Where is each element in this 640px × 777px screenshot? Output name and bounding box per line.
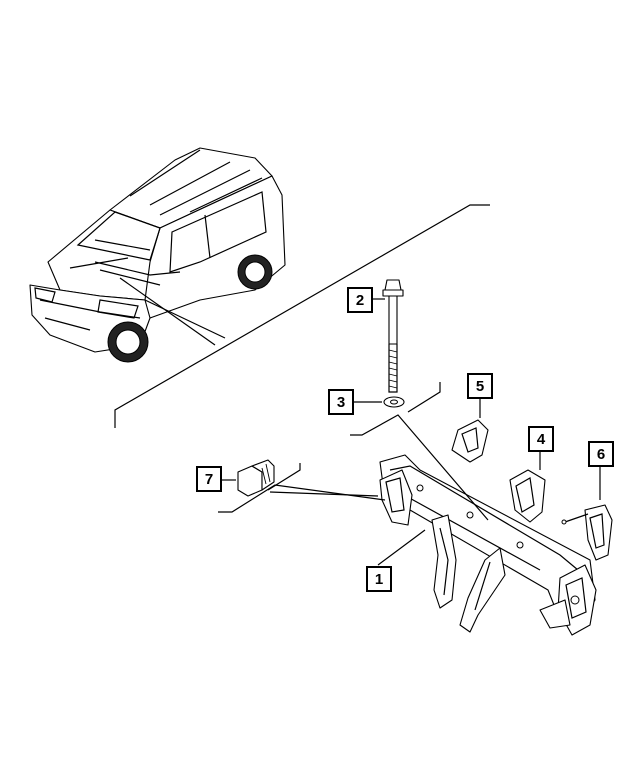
callout-5: 5 — [467, 373, 493, 399]
callout-4: 4 — [528, 426, 554, 452]
bracket-4 — [509, 469, 546, 523]
callout-3: 3 — [328, 389, 354, 415]
cross-car-beam — [379, 454, 597, 636]
bracket-5 — [451, 419, 489, 463]
van-illustration — [29, 147, 286, 363]
leader-lines — [218, 298, 601, 566]
bolt-short — [237, 459, 275, 497]
washer — [383, 396, 405, 408]
callout-6: 6 — [588, 441, 614, 467]
callout-2: 2 — [347, 287, 373, 313]
bolt-long — [382, 279, 404, 393]
bracket-6 — [561, 504, 613, 561]
callout-1: 1 — [366, 566, 392, 592]
callout-7: 7 — [196, 466, 222, 492]
separator-line — [114, 204, 490, 428]
